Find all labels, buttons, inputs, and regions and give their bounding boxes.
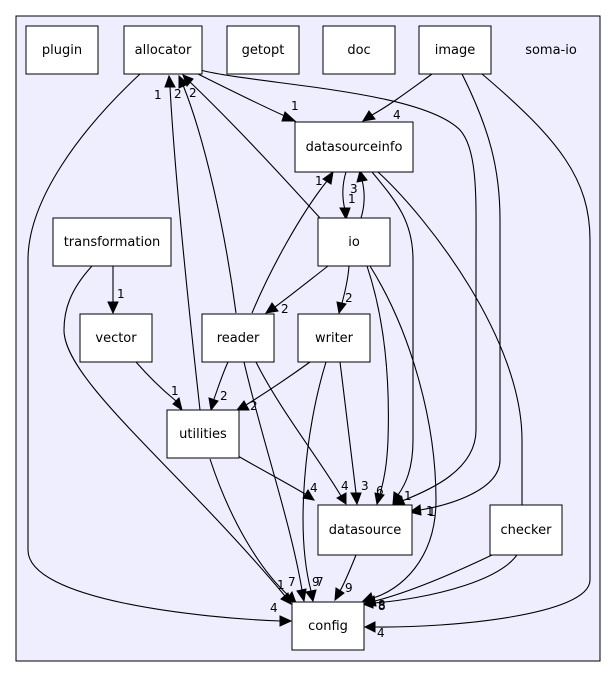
edge-reader-config: 9 bbox=[243, 361, 320, 603]
node-allocator[interactable]: allocator bbox=[123, 25, 203, 75]
edge-label: 9 bbox=[345, 581, 353, 595]
node-label: io bbox=[348, 235, 360, 250]
node-datasourceinfo[interactable]: datasourceinfo bbox=[294, 121, 414, 173]
edge-label: 1 bbox=[291, 99, 299, 113]
node-label: transformation bbox=[64, 235, 161, 250]
node-label: writer bbox=[315, 331, 354, 346]
node-label: config bbox=[308, 619, 348, 634]
edge-image-datasourceinfo: 4 bbox=[362, 73, 433, 122]
node-io[interactable]: io bbox=[317, 217, 391, 267]
edge-label: 1 bbox=[426, 504, 434, 518]
edge-label: 7 bbox=[316, 575, 324, 589]
edge-reader-allocator: 2 bbox=[174, 74, 237, 314]
edge-allocator-datasourceinfo: 1 bbox=[197, 73, 299, 122]
edge-checker-config: 8 bbox=[362, 554, 493, 613]
node-config[interactable]: config bbox=[291, 601, 365, 651]
edge-label: 1 bbox=[117, 287, 125, 301]
edge-label: 7 bbox=[288, 575, 296, 589]
edge-label: 9 bbox=[312, 575, 320, 589]
edge-label: 2 bbox=[345, 291, 353, 305]
node-label: reader bbox=[217, 331, 260, 346]
node-doc[interactable]: doc bbox=[322, 25, 396, 75]
edge-label: 4 bbox=[310, 481, 318, 495]
node-vector[interactable]: vector bbox=[79, 313, 153, 363]
edge-datasource-config: 9 bbox=[334, 554, 357, 602]
edge-label: 8 bbox=[378, 598, 386, 612]
edge-io-writer: 2 bbox=[336, 265, 353, 315]
edge-transformation-vector: 1 bbox=[107, 266, 125, 315]
edge-io-allocator: 2 bbox=[182, 74, 321, 219]
node-reader[interactable]: reader bbox=[201, 313, 275, 363]
edge-label: 1 bbox=[171, 384, 179, 398]
edge-label: 3 bbox=[361, 479, 369, 493]
edges: 4 1 1 4 1 4 bbox=[27, 69, 591, 640]
node-plugin[interactable]: plugin bbox=[25, 25, 99, 75]
edge-allocator-config: 4 bbox=[27, 73, 293, 627]
edge-io-reader: 2 bbox=[265, 265, 329, 316]
node-checker[interactable]: checker bbox=[489, 504, 563, 556]
edge-io-datasourceinfo: 3 bbox=[350, 169, 368, 219]
node-label: vector bbox=[95, 331, 137, 346]
edge-label: 2 bbox=[189, 86, 197, 100]
edge-label: 1 bbox=[154, 88, 162, 102]
edge-writer-utilities: 2 bbox=[235, 361, 311, 413]
edge-reader-datasource: 4 bbox=[255, 361, 349, 505]
edge-image-datasource: 1 bbox=[408, 73, 501, 519]
edge-label: 4 bbox=[377, 626, 385, 640]
edge-io-datasource: 6 bbox=[366, 265, 389, 506]
edge-utilities-datasource: 4 bbox=[237, 455, 318, 501]
edge-vector-utilities: 1 bbox=[135, 361, 183, 412]
edge-label: 2 bbox=[250, 399, 258, 413]
edge-writer-datasource: 3 bbox=[339, 361, 369, 506]
edge-utilities-allocator: 1 bbox=[154, 74, 201, 411]
node-label: checker bbox=[501, 523, 553, 538]
node-label: datasource bbox=[329, 523, 401, 538]
edge-label: 4 bbox=[270, 601, 278, 615]
edge-utilities-config: 7 bbox=[209, 458, 297, 604]
edge-label: 1 bbox=[348, 192, 356, 206]
node-image[interactable]: image bbox=[418, 25, 492, 75]
node-getopt[interactable]: getopt bbox=[226, 25, 300, 75]
node-transformation[interactable]: transformation bbox=[52, 217, 172, 267]
edge-datasourceinfo-datasource bbox=[371, 171, 414, 506]
edge-label: 4 bbox=[393, 108, 401, 122]
edge-label: 1 bbox=[428, 505, 436, 519]
edge-label: 2 bbox=[174, 87, 182, 101]
node-label: image bbox=[435, 43, 476, 58]
node-label: doc bbox=[347, 43, 370, 58]
edge-label: 3 bbox=[350, 182, 358, 196]
edge-label: 1 bbox=[277, 578, 285, 592]
edge-label: 1 bbox=[315, 174, 323, 188]
node-label: getopt bbox=[242, 43, 285, 58]
node-label: utilities bbox=[179, 427, 227, 442]
cluster-label: soma-io bbox=[525, 43, 577, 58]
edge-label: 4 bbox=[341, 479, 349, 493]
node-datasource[interactable]: datasource bbox=[317, 504, 413, 556]
node-writer[interactable]: writer bbox=[297, 313, 371, 363]
node-utilities[interactable]: utilities bbox=[166, 409, 240, 459]
node-label: allocator bbox=[135, 43, 192, 58]
nodes: plugin allocator getopt doc image dataso… bbox=[25, 25, 563, 651]
edge-image-config: 4 bbox=[363, 73, 591, 640]
node-label: plugin bbox=[42, 43, 82, 58]
edge-label: 2 bbox=[281, 302, 289, 316]
node-label: datasourceinfo bbox=[306, 140, 403, 155]
edge-datasourceinfo-io: 1 bbox=[339, 171, 356, 221]
edge-label: 2 bbox=[220, 389, 228, 403]
edge-label: 6 bbox=[376, 484, 384, 498]
edge-reader-utilities: 2 bbox=[208, 361, 229, 412]
edge-reader-datasourceinfo: 1 bbox=[251, 170, 334, 314]
edge-writer-config: 7 bbox=[302, 361, 327, 603]
edge-label: 8 bbox=[378, 599, 386, 613]
edge-label: 1 bbox=[404, 489, 412, 503]
